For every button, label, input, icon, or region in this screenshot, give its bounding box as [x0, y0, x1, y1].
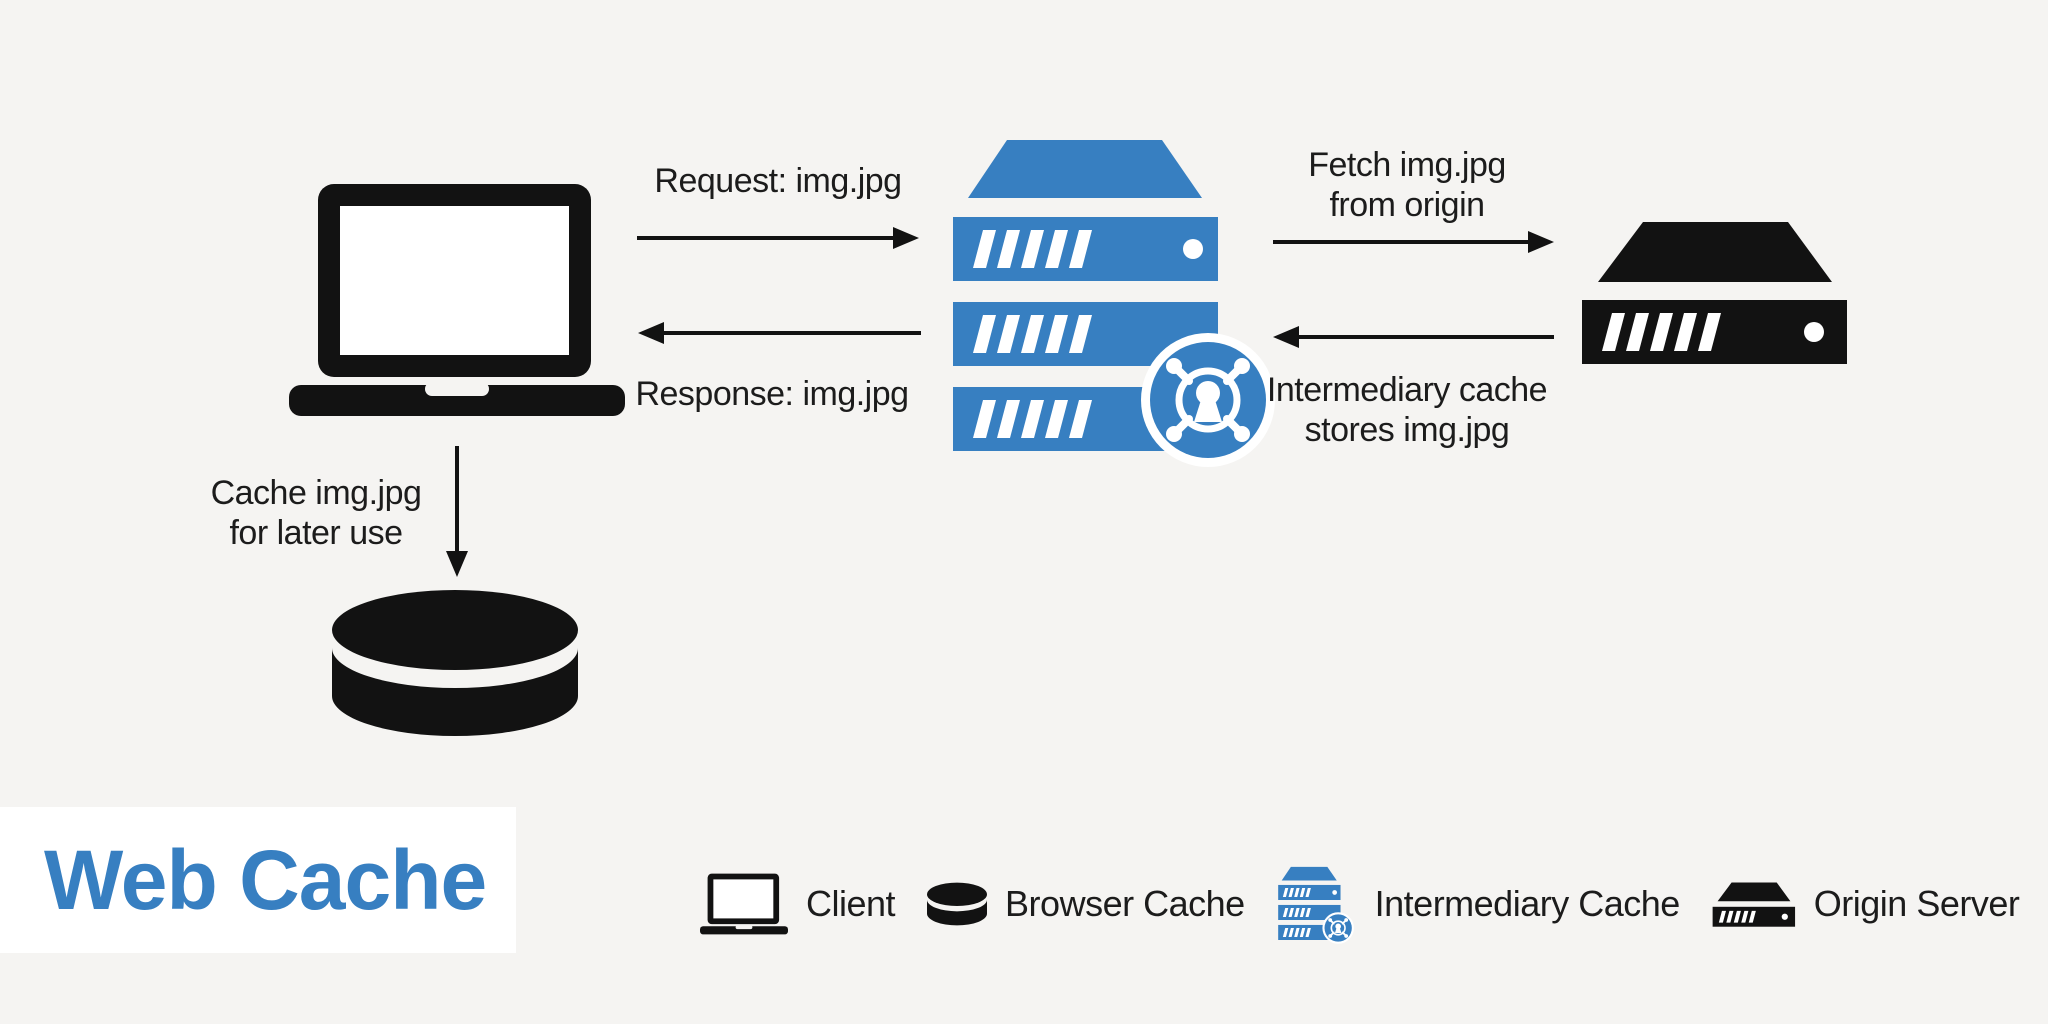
laptop-icon [700, 873, 788, 935]
legend-item-browser-cache: Browser Cache [927, 882, 1245, 926]
legend-item-origin-server: Origin Server [1712, 880, 2020, 928]
arrow-left-icon [1273, 326, 1299, 348]
request-label: Request: img.jpg [654, 162, 902, 200]
legend: Client Browser Cache Intermediary Cache … [700, 856, 2020, 952]
arrow-right-icon [1528, 231, 1554, 253]
arrow-right-icon [893, 227, 919, 249]
legend-item-intermediary-cache: Intermediary Cache [1277, 864, 1680, 944]
server-icon [1580, 215, 1850, 367]
cache-server-icon [1277, 864, 1357, 944]
legend-label: Client [806, 883, 896, 924]
title-band: Web Cache [0, 807, 516, 953]
fetch-label: Fetch img.jpg from origin [1308, 146, 1506, 224]
database-disc-icon [332, 588, 578, 738]
cache-server-icon [948, 128, 1288, 468]
response-label: Response: img.jpg [635, 375, 909, 413]
cache-label: Cache img.jpg for later use [210, 474, 422, 552]
legend-label: Browser Cache [1005, 883, 1245, 924]
legend-label: Origin Server [1813, 883, 2020, 924]
arrow-left-icon [638, 322, 664, 344]
legend-item-client: Client [700, 873, 896, 935]
server-icon [1712, 880, 1796, 928]
arrow-down-icon [446, 551, 468, 577]
legend-label: Intermediary Cache [1374, 883, 1681, 924]
page-title: Web Cache [44, 832, 487, 927]
store-label: Intermediary cache stores img.jpg [1266, 371, 1548, 449]
laptop-icon [289, 182, 625, 418]
database-disc-icon [927, 882, 987, 926]
